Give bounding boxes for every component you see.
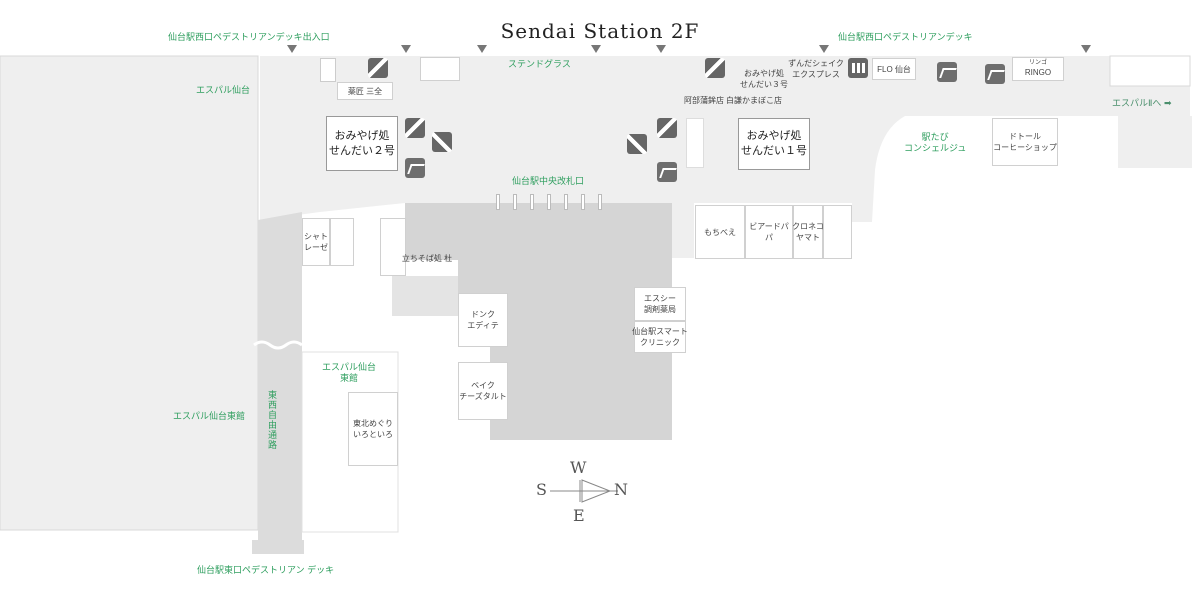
- compass-s: S: [536, 480, 547, 499]
- escalator-icon: [657, 118, 677, 138]
- shop-ringo-name: RINGO: [1024, 68, 1052, 77]
- compass-n: N: [614, 480, 628, 499]
- triangle-marker-icon: [819, 45, 829, 53]
- west-deck-label: 仙台駅西口ペデストリアンデッキ: [838, 32, 973, 42]
- shop-block: [320, 58, 336, 82]
- stairs-icon: [937, 62, 957, 82]
- arrow-right-icon: ➡: [1163, 98, 1172, 108]
- escalator-icon: [405, 118, 425, 138]
- ticket-gate: [564, 194, 568, 210]
- compass-rose: [550, 479, 618, 503]
- map-title: Sendai Station 2F: [500, 19, 700, 43]
- ticket-gate: [581, 194, 585, 210]
- triangle-marker-icon: [477, 45, 487, 53]
- triangle-marker-icon: [401, 45, 411, 53]
- shop-block: [686, 118, 704, 168]
- ticket-gate: [513, 194, 517, 210]
- shop-yakuhin[interactable]: 薬匠 三全: [337, 82, 393, 100]
- shop-block: [420, 57, 460, 81]
- shop-omiyage-2[interactable]: おみやげ処 せんだい２号: [326, 116, 398, 171]
- s-pal-sendai-label: エスパル仙台: [196, 85, 251, 95]
- shop-mochibee[interactable]: もちべえ: [695, 205, 745, 259]
- central-concourse: [405, 203, 672, 440]
- escalator-icon: [368, 58, 388, 78]
- stained-glass-label: ステンドグラス: [508, 59, 571, 69]
- triangle-marker-icon: [1081, 45, 1091, 53]
- east-deck-label: 仙台駅東口ペデストリアン デッキ: [197, 565, 335, 575]
- s-pal-building-left: [0, 55, 259, 531]
- shop-kuroneko[interactable]: クロネコ ヤマト: [792, 205, 824, 259]
- free-passage: [254, 212, 302, 552]
- west-exit-entrance-label: 仙台駅西口ペデストリアンデッキ出入口: [168, 32, 330, 42]
- stairs-icon: [657, 162, 677, 182]
- right-floor: [1118, 116, 1192, 168]
- shop-clinic[interactable]: 仙台駅スマート クリニック: [632, 321, 688, 353]
- shop-tohoku-meguri[interactable]: 東北めぐり いろといろ: [348, 392, 398, 466]
- compass: W N S E: [536, 458, 632, 525]
- shop-ringo[interactable]: リンゴ RINGO: [1012, 57, 1064, 81]
- escalator-icon: [432, 132, 452, 152]
- shop-tachisoba[interactable]: 立ちそば処 杜: [401, 253, 453, 263]
- compass-e: E: [573, 506, 585, 525]
- shop-omiyage-3[interactable]: おみやげ処 せんだい３号: [740, 69, 788, 89]
- eki-tabi-label: 駅たび コンシェルジュ: [904, 132, 967, 153]
- stairs-icon: [985, 64, 1005, 84]
- shop-s-sea[interactable]: エスシー 調剤薬局: [634, 287, 686, 321]
- shop-ringo-kana: リンゴ: [1028, 60, 1047, 66]
- shop-flo[interactable]: FLO 仙台: [872, 58, 916, 80]
- east-west-road-label: 東西自由通路: [268, 390, 278, 450]
- locker-icon-glyph: [852, 63, 865, 73]
- escalator-icon: [705, 58, 725, 78]
- shop-bake[interactable]: ベイク チーズタルト: [458, 362, 508, 420]
- shop-block: [823, 205, 852, 259]
- escalator-icon: [627, 134, 647, 154]
- shop-chatelaise[interactable]: シャト レーゼ: [302, 218, 330, 266]
- compass-w: W: [570, 458, 587, 477]
- locker-icon: [848, 58, 868, 78]
- shop-block: [380, 218, 406, 276]
- triangle-marker-icon: [656, 45, 666, 53]
- shop-donq[interactable]: ドンク エディテ: [458, 293, 508, 347]
- shop-doutor[interactable]: ドトール コーヒーショップ: [992, 118, 1058, 166]
- shop-block: [330, 218, 354, 266]
- ticket-gate: [598, 194, 602, 210]
- s-pal-east-building-label: エスパル仙台 東館: [322, 362, 377, 383]
- s-pal-east-label: エスパル仙台東館: [173, 411, 246, 421]
- shop-zunda[interactable]: ずんだシェイク エクスプレス: [788, 59, 844, 79]
- shop-beard-papa[interactable]: ビアードパパ: [745, 205, 793, 259]
- s-pal-ii-label: エスパルⅡへ ➡: [1112, 98, 1172, 108]
- ticket-gate: [547, 194, 551, 210]
- triangle-marker-icon: [591, 45, 601, 53]
- triangle-marker-icon: [287, 45, 297, 53]
- ticket-gate: [496, 194, 500, 210]
- stairs-icon: [405, 158, 425, 178]
- shop-hakuho[interactable]: 白謙かまぼこ店: [726, 95, 782, 105]
- shop-abe[interactable]: 阿部蒲鉾店: [684, 95, 724, 105]
- central-gate-label: 仙台駅中央改札口: [512, 176, 585, 186]
- break-line: [253, 340, 303, 350]
- shop-omiyage-1[interactable]: おみやげ処 せんだい１号: [738, 118, 810, 170]
- ticket-gate: [530, 194, 534, 210]
